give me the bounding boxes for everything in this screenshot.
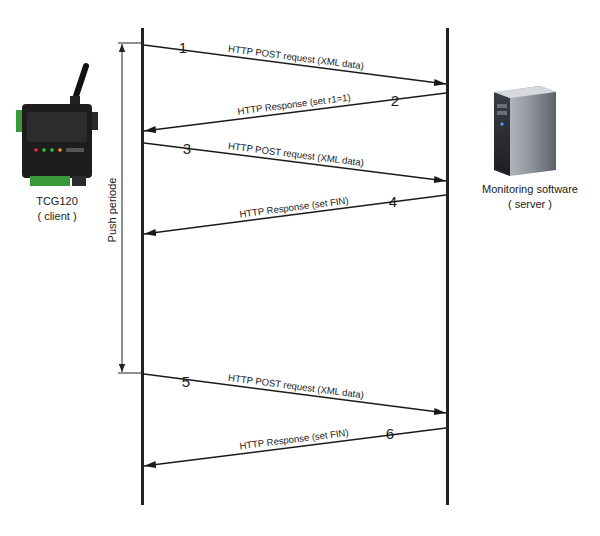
bracket-tick	[118, 373, 143, 374]
lifeline-node: Monitoring software( server )	[446, 28, 600, 505]
message-label: HTTP Response (set FIN)	[239, 194, 349, 219]
callout-number: 3	[183, 140, 191, 157]
server-illustration	[494, 86, 556, 176]
device-illustration	[16, 66, 98, 186]
node-label: ( server )	[455, 197, 600, 211]
server-front	[494, 92, 510, 176]
message-label: HTTP POST request (XML data)	[228, 371, 365, 399]
terminal-block	[30, 176, 70, 186]
message-label: HTTP Response (set r1=1)	[237, 92, 351, 117]
message-arrow	[144, 195, 446, 234]
terminal-block	[72, 176, 86, 186]
period-label: Push periode	[106, 178, 119, 243]
node-label: ( client )	[7, 209, 107, 223]
node-label: TCG120	[7, 194, 107, 208]
led	[34, 148, 38, 152]
message-label: HTTP POST request (XML data)	[228, 42, 365, 70]
lifeline-node: TCG120( client )	[0, 28, 144, 505]
server-top	[494, 86, 556, 98]
device-case	[22, 104, 92, 178]
callout-number: 1	[179, 39, 187, 56]
bracket-line	[122, 44, 123, 372]
callout-number: 6	[386, 425, 394, 442]
led	[58, 148, 62, 152]
message-label: HTTP Response (set FIN)	[239, 427, 349, 452]
callout-number: 4	[389, 193, 397, 210]
callout-number: 5	[182, 373, 190, 390]
device-marking	[66, 148, 84, 152]
drive-bay	[497, 104, 507, 108]
server-case	[494, 86, 556, 176]
led	[42, 148, 46, 152]
node-label: Monitoring software	[455, 182, 600, 196]
message-label: HTTP POST request (XML data)	[228, 140, 365, 168]
led	[50, 148, 54, 152]
period-bracket	[118, 43, 143, 373]
bracket-tick	[118, 43, 143, 44]
drive-bay	[497, 111, 507, 115]
device-panel	[27, 112, 87, 142]
power-led	[500, 122, 503, 125]
callout-number: 2	[391, 92, 399, 109]
